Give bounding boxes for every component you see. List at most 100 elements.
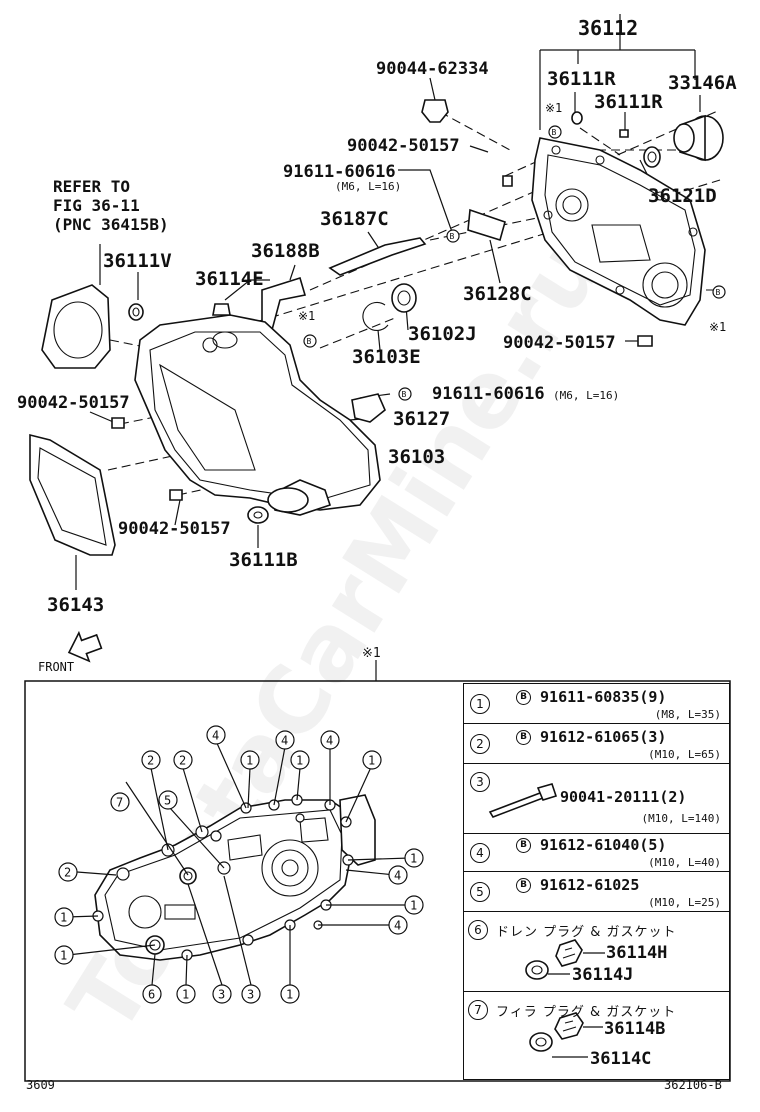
label-36111B: 36111B: [229, 549, 298, 571]
label-90044-62334: 90044-62334: [376, 59, 489, 79]
footer-right: 362106-B: [664, 1078, 722, 1092]
svg-text:B: B: [716, 288, 721, 297]
mark-mid: ※1: [298, 309, 315, 323]
refer-line-1: REFER TO: [53, 177, 130, 196]
svg-text:1: 1: [60, 949, 67, 963]
snap-ring-36103E: [362, 301, 389, 331]
legend-part-number: 36114J: [572, 965, 634, 985]
legend-spec: (M10, L=65): [648, 748, 721, 761]
label-36121D: 36121D: [648, 185, 717, 207]
svg-text:B: B: [450, 232, 455, 241]
stud-bolt-icon: [488, 783, 558, 818]
detail-bolt-heads: [92, 794, 354, 961]
bearing-36121D: [643, 146, 661, 168]
legend-number: 7: [468, 1000, 488, 1020]
refer-line-2: FIG 36-11: [53, 196, 140, 215]
legend-spec: (M10, L=25): [648, 896, 721, 909]
bolt-marker: B: [446, 229, 460, 243]
mark-right: ※1: [709, 320, 726, 334]
legend-row-4: 4 B 91612-61040(5) (M10, L=40): [464, 834, 729, 872]
legend-number: 1: [470, 694, 490, 714]
rail-36187C: [328, 237, 427, 276]
legend-number: 6: [468, 920, 488, 940]
bolt-marker: B: [516, 690, 531, 705]
seal-36111B: [247, 506, 269, 524]
mark-top: ※1: [545, 101, 562, 115]
label-91611-60616-b: 91611-60616: [432, 384, 545, 404]
legend-spec: (M10, L=40): [648, 856, 721, 869]
svg-text:4: 4: [326, 734, 333, 748]
svg-text:5: 5: [164, 794, 171, 808]
bolt-marker: B: [398, 387, 412, 401]
legend-spec: (M10, L=140): [641, 812, 721, 825]
oil-seal-33146A: [673, 114, 724, 162]
legend-part-number: 91612-61065(3): [540, 728, 667, 746]
filler-plug-icon: [529, 1012, 584, 1052]
label-36143: 36143: [47, 594, 104, 616]
svg-text:6: 6: [148, 988, 155, 1002]
detail-case-drawing: [94, 794, 376, 961]
label-91611-60616-a: 91611-60616: [283, 162, 396, 182]
drain-plug-icon: [525, 939, 583, 980]
legend-number: 2: [470, 734, 490, 754]
svg-text:1: 1: [286, 988, 293, 1002]
svg-text:1: 1: [410, 899, 417, 913]
bracket-90044: [421, 99, 449, 123]
svg-text:4: 4: [212, 729, 219, 743]
detail-callouts: 7 2 2 2 5 4 1 4 1 4 1 1 4 1 4 1 1 6 1 3 …: [54, 725, 424, 1004]
plug-36111R: [571, 111, 629, 138]
svg-text:2: 2: [147, 754, 154, 768]
svg-text:2: 2: [179, 754, 186, 768]
svg-text:4: 4: [394, 919, 401, 933]
svg-text:B: B: [307, 337, 312, 346]
svg-text:3: 3: [218, 988, 225, 1002]
svg-text:B: B: [552, 128, 557, 137]
fastener-legend-table: 1 B 91611-60835(9) (M8, L=35) 2 B 91612-…: [463, 683, 730, 1080]
bolt-marker: B: [516, 730, 531, 745]
plug-36114E: [212, 303, 231, 316]
mark-detail: ※1: [362, 646, 381, 661]
svg-text:1: 1: [246, 754, 253, 768]
svg-text:4: 4: [394, 869, 401, 883]
legend-part-number: 91611-60835(9): [540, 688, 667, 706]
pin-90042-d: [169, 489, 183, 501]
svg-text:1: 1: [182, 988, 189, 1002]
front-arrow-icon: [67, 630, 103, 663]
svg-text:1: 1: [410, 852, 417, 866]
bolt-marker: B: [303, 334, 317, 348]
legend-part-number: 36114B: [604, 1019, 666, 1039]
cover-36415B: [41, 284, 111, 369]
legend-title: フィラ プラグ & ガスケット: [496, 1005, 677, 1020]
refer-line-3: (PNC 36415B): [53, 215, 169, 234]
spec-91611-a: (M6, L=16): [335, 180, 401, 193]
spec-91611-b: (M6, L=16): [553, 389, 619, 402]
legend-part-number: 91612-61025: [540, 876, 640, 894]
svg-text:B: B: [402, 390, 407, 399]
rear-case: [531, 137, 706, 326]
legend-title: ドレン プラグ & ガスケット: [496, 925, 677, 940]
svg-text:4: 4: [281, 734, 288, 748]
bolt-marker: B: [548, 125, 562, 139]
front-label: FRONT: [38, 660, 74, 674]
pin-90042-b: [111, 417, 125, 429]
footer-left: 3609: [26, 1078, 55, 1092]
legend-row-6: 6 ドレン プラグ & ガスケット 36114H 36114J: [464, 912, 729, 992]
svg-text:7: 7: [116, 796, 123, 810]
label-36103: 36103: [388, 446, 445, 468]
label-36111R-a: 36111R: [547, 68, 616, 90]
legend-part-number: 90041-20111(2): [560, 788, 687, 806]
legend-row-1: 1 B 91611-60835(9) (M8, L=35): [464, 684, 729, 724]
label-36128C: 36128C: [463, 283, 532, 305]
detail-frame: [24, 680, 731, 1082]
label-90042-50157-d: 90042-50157: [118, 519, 231, 539]
label-90042-50157-a: 90042-50157: [347, 136, 460, 156]
legend-number: 3: [470, 772, 490, 792]
svg-text:3: 3: [247, 988, 254, 1002]
label-36112: 36112: [578, 16, 638, 40]
label-90042-50157-b: 90042-50157: [17, 393, 130, 413]
label-36103E: 36103E: [352, 346, 421, 368]
legend-part-number: 36114C: [590, 1049, 652, 1069]
bearing-36102J: [391, 283, 417, 313]
legend-number: 4: [470, 843, 490, 863]
